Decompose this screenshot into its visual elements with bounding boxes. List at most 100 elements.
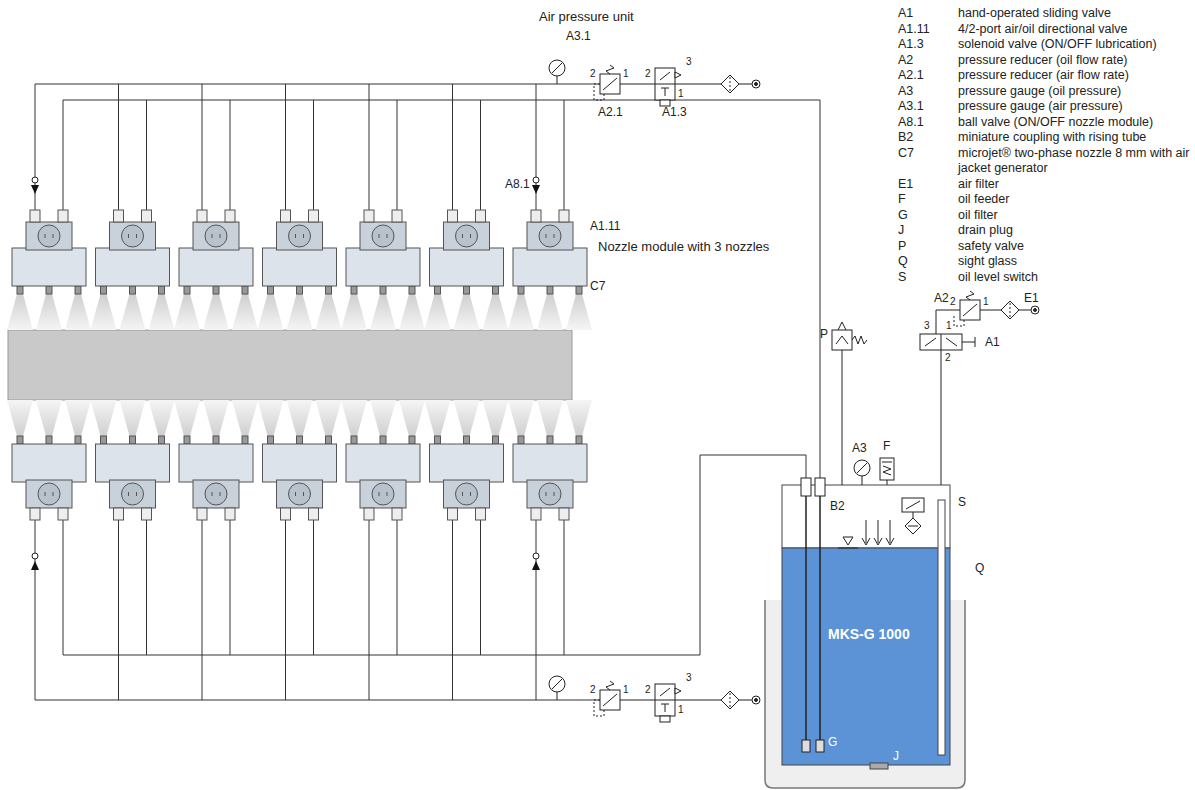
pressure-gauge: [549, 60, 565, 76]
air-line: [118, 84, 119, 210]
oil-line: [313, 520, 314, 655]
module-base: [263, 444, 337, 482]
nozzle-module-top: [7, 84, 91, 330]
air-inlet: [755, 83, 758, 86]
module-base: [179, 444, 253, 482]
legend-code: A3.1: [898, 99, 924, 115]
callout-label: Nozzle module with 3 nozzles: [598, 240, 769, 255]
spray-cone: [149, 294, 175, 330]
rising-tubes: [816, 740, 824, 752]
nozzle-tip: [576, 286, 582, 294]
solenoid-valve: [655, 684, 675, 716]
nozzle-tip: [576, 436, 582, 444]
callout-label: 1: [678, 704, 684, 716]
module-base: [513, 444, 587, 482]
nozzle-tip: [297, 286, 303, 294]
legend-code: A8.1: [898, 115, 924, 131]
callout-label: Air pressure unit: [539, 10, 634, 25]
nozzle-tip: [46, 286, 52, 294]
nozzle-tip: [380, 286, 386, 294]
nozzle-tip: [493, 286, 499, 294]
oil-line: [146, 520, 147, 655]
module-base: [179, 248, 253, 286]
callout-label: 2: [945, 352, 951, 364]
valve-dial: [539, 225, 561, 247]
spray-cone: [203, 294, 229, 330]
callout-label: 2: [645, 68, 651, 80]
fitting: [309, 210, 319, 222]
fitting: [225, 508, 235, 520]
nozzle-tip: [159, 286, 165, 294]
air-line: [118, 520, 119, 700]
spray-cone: [508, 400, 534, 436]
nozzle-module-bottom: [258, 400, 342, 700]
rising-tubes: [802, 740, 810, 752]
spray-cone: [483, 400, 509, 436]
valve-dial: [379, 234, 387, 238]
valve-dial: [539, 483, 561, 505]
legend-code: E1: [898, 177, 913, 193]
safety-valve: [838, 322, 846, 330]
legend-code: B2: [898, 130, 913, 146]
legend-text: pressure gauge (air pressure): [958, 99, 1192, 115]
spray-cone: [508, 294, 534, 330]
nozzle-tip: [297, 436, 303, 444]
valve-dial: [38, 483, 60, 505]
spray-cone: [370, 294, 396, 330]
spray-cone: [537, 400, 563, 436]
oil-line: [63, 520, 64, 655]
air-pressure-unit: [549, 676, 760, 722]
callout-label: 1: [678, 88, 684, 100]
fitting: [448, 508, 458, 520]
nozzle-tip: [184, 286, 190, 294]
valve-body: [26, 480, 72, 508]
valve-dial: [45, 234, 53, 238]
valve-dial: [546, 492, 554, 496]
spray-cone: [232, 400, 258, 436]
module-base: [346, 444, 420, 482]
valve-dial: [212, 492, 220, 496]
oil-lines: [35, 84, 820, 700]
nozzle-tip: [268, 286, 274, 294]
legend-text: pressure reducer (air flow rate): [958, 68, 1192, 84]
level-switch: [906, 501, 920, 509]
nozzle-tip: [17, 286, 23, 294]
oil-gauge: [854, 460, 870, 485]
legend-text: oil feeder: [958, 192, 1192, 208]
air-line: [35, 520, 36, 700]
nozzle-tip: [75, 286, 81, 294]
callout-label: E1: [1024, 292, 1039, 306]
level-switch: [905, 518, 921, 534]
nozzle-tip: [184, 436, 190, 444]
legend-text: oil level switch: [958, 270, 1192, 286]
valve-body: [26, 222, 72, 250]
callout-label: 1: [946, 320, 952, 332]
valve-dial: [122, 483, 144, 505]
ball-valve: [532, 185, 540, 194]
fitting: [364, 210, 374, 222]
legend-code: A1.3: [898, 37, 924, 53]
nozzle-tip: [46, 436, 52, 444]
level-switch: [902, 498, 924, 512]
legend-code: Q: [898, 254, 908, 270]
nozzle-tip: [17, 436, 23, 444]
callout-label: 1: [623, 68, 629, 80]
valve-body: [110, 222, 156, 250]
nozzle-tip: [75, 436, 81, 444]
nozzle-tip: [326, 436, 332, 444]
fitting: [476, 210, 486, 222]
legend-code: A3: [898, 84, 913, 100]
air-inlet: [752, 696, 760, 704]
legend-text: sight glass: [958, 254, 1192, 270]
spray-cone: [566, 400, 592, 436]
legend-text: oil filter: [958, 208, 1192, 224]
spray-cone: [425, 400, 451, 436]
callout-label: 1: [623, 684, 629, 696]
spray-cone: [174, 294, 200, 330]
valve-dial: [463, 492, 471, 496]
oil-line: [480, 100, 481, 210]
ball-valve: [532, 561, 540, 570]
air-pressure-unit: [549, 60, 760, 106]
callout-label: A3.1: [566, 30, 591, 44]
spray-cone: [483, 294, 509, 330]
